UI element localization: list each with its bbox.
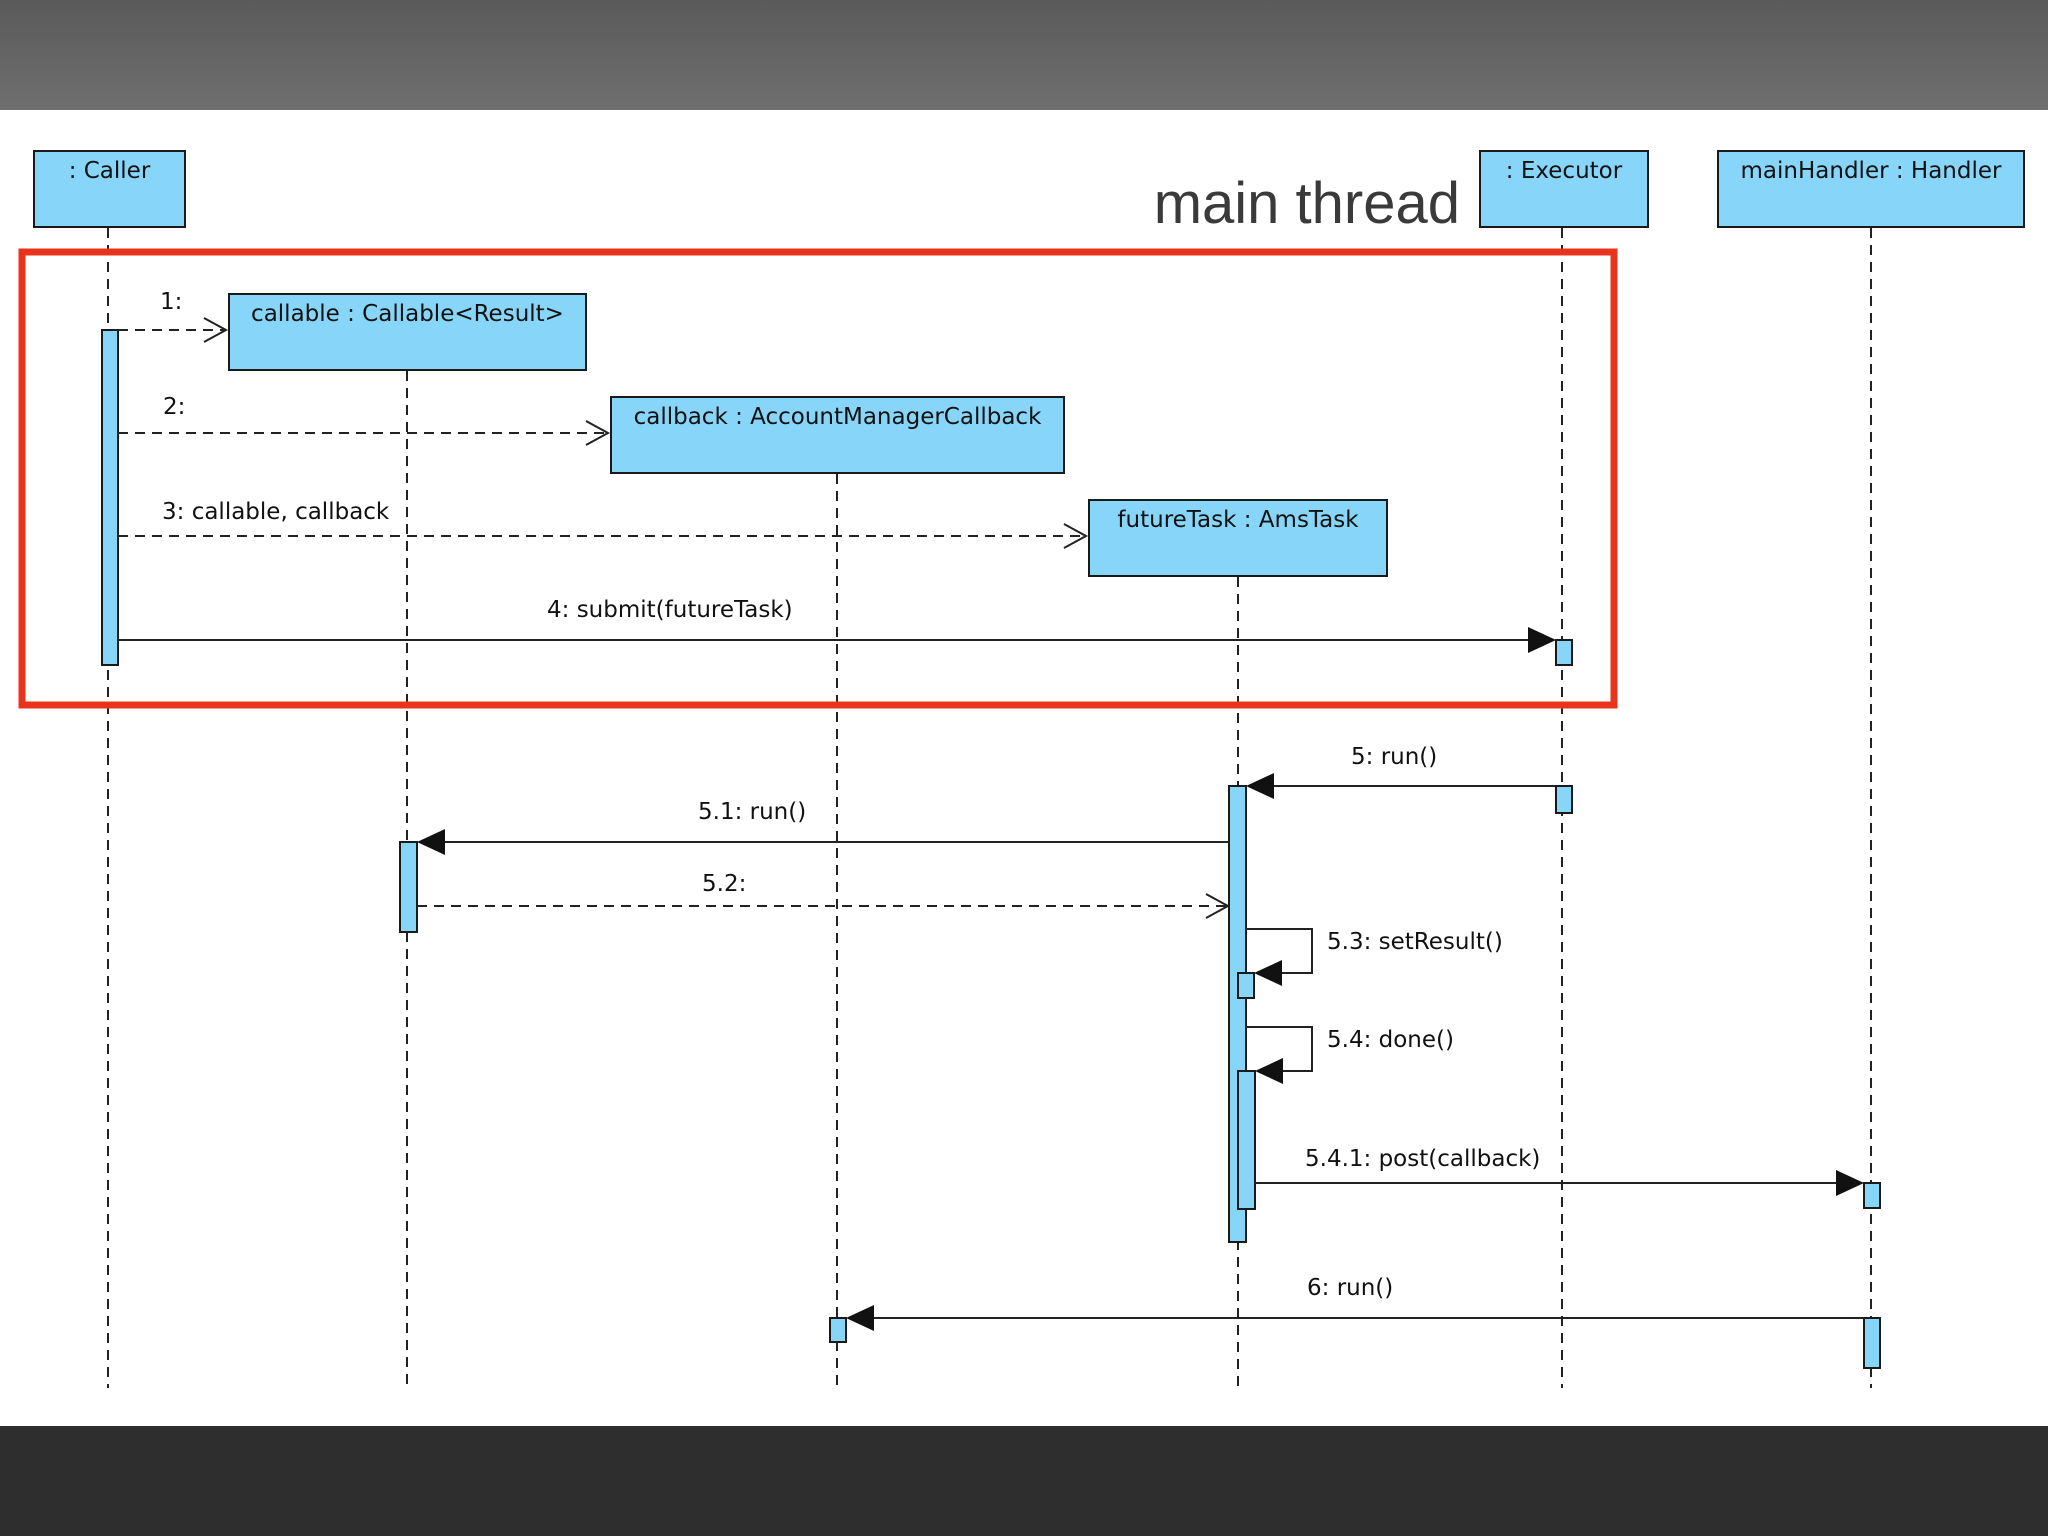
activation-caller bbox=[101, 329, 119, 666]
message-4-label: 4: submit(futureTask) bbox=[547, 597, 793, 623]
lifeline-callable: callable : Callable<Result> bbox=[228, 293, 587, 371]
message-5-4-1-label: 5.4.1: post(callback) bbox=[1305, 1146, 1541, 1172]
message-2-arrowhead bbox=[585, 420, 611, 446]
activation-callable bbox=[399, 841, 418, 933]
message-3-arrowhead bbox=[1063, 523, 1089, 549]
message-5-arrowhead bbox=[1246, 773, 1274, 799]
message-2-label: 2: bbox=[163, 394, 186, 420]
message-5-1-arrowhead bbox=[417, 829, 445, 855]
top-bar bbox=[0, 0, 2048, 110]
message-6-arrowhead bbox=[846, 1305, 874, 1331]
message-5-4-arrowhead bbox=[1255, 1058, 1283, 1084]
activation-setresult bbox=[1237, 972, 1255, 999]
message-5-3-label: 5.3: setResult() bbox=[1327, 929, 1503, 955]
message-5-3-arrowhead bbox=[1254, 960, 1282, 986]
message-6-label: 6: run() bbox=[1307, 1275, 1394, 1301]
bottom-bar bbox=[0, 1426, 2048, 1536]
activation-done bbox=[1237, 1070, 1256, 1210]
activation-handler-post bbox=[1863, 1182, 1881, 1209]
message-5-2-arrowhead bbox=[1205, 893, 1231, 919]
highlight-frame bbox=[18, 248, 1618, 709]
message-5-4-1-arrowhead bbox=[1836, 1170, 1864, 1196]
lifeline-futuretask: futureTask : AmsTask bbox=[1088, 499, 1388, 577]
lifeline-executor: : Executor bbox=[1479, 150, 1649, 228]
message-5-4-label: 5.4: done() bbox=[1327, 1027, 1454, 1053]
lifeline-caller: : Caller bbox=[33, 150, 186, 228]
message-5-1-label: 5.1: run() bbox=[698, 799, 807, 825]
message-4-arrowhead bbox=[1528, 627, 1556, 653]
message-5-2-label: 5.2: bbox=[702, 871, 747, 897]
message-1-label: 1: bbox=[160, 289, 183, 315]
message-5-label: 5: run() bbox=[1351, 744, 1438, 770]
lifeline-callback: callback : AccountManagerCallback bbox=[610, 396, 1065, 474]
message-1-arrowhead bbox=[203, 317, 229, 343]
activation-callback bbox=[829, 1317, 847, 1343]
slide-title: main thread bbox=[1153, 171, 1460, 236]
activation-handler-run bbox=[1863, 1317, 1881, 1369]
activation-executor-run bbox=[1555, 785, 1573, 814]
activation-executor-submit bbox=[1555, 639, 1573, 666]
message-5-3-line bbox=[1246, 928, 1313, 974]
message-5-4-line bbox=[1246, 1026, 1313, 1072]
lifeline-handler: mainHandler : Handler bbox=[1717, 150, 2025, 228]
message-3-label: 3: callable, callback bbox=[162, 499, 390, 525]
